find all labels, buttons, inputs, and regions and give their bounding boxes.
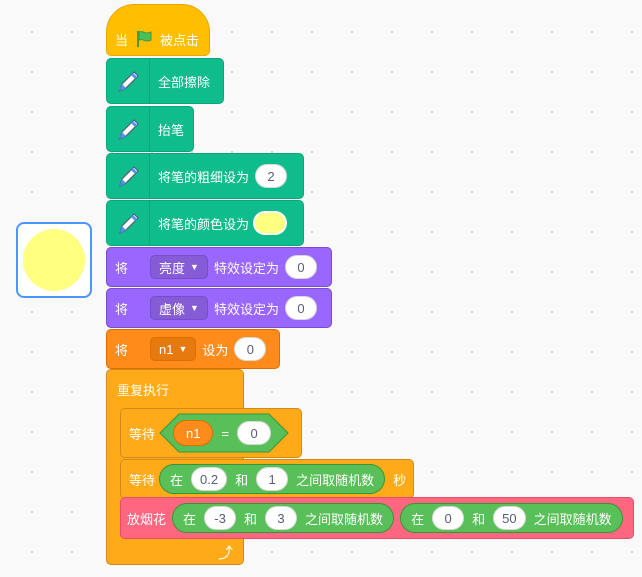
equals-sign: = <box>221 425 230 441</box>
pen-set-color-block[interactable]: 将笔的颜色设为 <box>106 200 304 246</box>
chevron-down-icon: ▼ <box>190 262 199 272</box>
set-to-label: 设为 <box>202 342 229 358</box>
loop-arrow-icon: ⤴ <box>218 545 234 562</box>
pen-set-size-block[interactable]: 将笔的粗细设为 2 <box>106 153 304 199</box>
random-to-input[interactable]: 50 <box>493 506 526 530</box>
forever-label: 重复执行 <box>117 383 170 398</box>
effect-value-input[interactable]: 0 <box>284 296 317 320</box>
n1-variable-reporter[interactable]: n1 <box>173 420 214 446</box>
random-and-label: 和 <box>244 511 258 527</box>
when-label: 当 <box>115 32 129 48</box>
when-flag-clicked-block[interactable]: 当 被点击 <box>106 4 210 56</box>
random-between-label: 之间取随机数 <box>305 511 384 527</box>
pick-random-reporter[interactable]: 在 -3 和 3 之间取随机数 <box>172 503 395 533</box>
effect-dropdown[interactable]: 虚像▼ <box>150 296 208 320</box>
pen-icon <box>107 107 150 151</box>
effect-dropdown[interactable]: 亮度▼ <box>150 255 208 279</box>
effect-label: 特效设定为 <box>213 260 279 276</box>
random-to-input[interactable]: 3 <box>265 506 298 530</box>
seconds-label: 秒 <box>393 472 407 488</box>
random-in-label: 在 <box>170 472 184 488</box>
pen-color-swatch[interactable] <box>253 211 288 235</box>
equals-operator[interactable]: n1 = 0 <box>159 413 289 453</box>
firework-block[interactable]: 放烟花 在 -3 和 3 之间取随机数 在 0 和 50 之间取随机数 <box>120 497 634 539</box>
random-from-input[interactable]: 0 <box>432 506 465 530</box>
pen-up-block[interactable]: 抬笔 <box>106 106 194 152</box>
wait-until-block[interactable]: 等待 n1 = 0 <box>120 408 302 458</box>
forever-arm <box>107 406 121 542</box>
green-flag-icon <box>137 31 152 47</box>
set-label: 将 <box>115 342 129 358</box>
pen-icon <box>107 201 150 245</box>
chevron-down-icon: ▼ <box>190 303 199 313</box>
random-from-input[interactable]: -3 <box>204 506 237 530</box>
yellow-circle-sprite <box>23 229 85 291</box>
random-to-input[interactable]: 1 <box>256 467 289 491</box>
wait-seconds-block[interactable]: 等待 在 0.2 和 1 之间取随机数 秒 <box>120 459 414 499</box>
clicked-label: 被点击 <box>160 32 200 48</box>
random-and-label: 和 <box>472 511 486 527</box>
effect-value-input[interactable]: 0 <box>284 255 317 279</box>
wait-until-label: 等待 <box>129 426 156 442</box>
pick-random-reporter[interactable]: 在 0.2 和 1 之间取随机数 <box>159 464 386 494</box>
firework-label: 放烟花 <box>127 511 167 527</box>
set-value-input[interactable]: 0 <box>234 337 267 361</box>
set-effect-brightness-block[interactable]: 将 亮度▼ 特效设定为 0 <box>106 247 332 287</box>
set-effect-ghost-block[interactable]: 将 虚像▼ 特效设定为 0 <box>106 288 332 328</box>
pen-clear-block[interactable]: 全部擦除 <box>106 58 224 104</box>
chevron-down-icon: ▼ <box>178 344 188 354</box>
pen-size-input[interactable]: 2 <box>255 164 288 188</box>
sprite-thumbnail[interactable] <box>16 222 92 298</box>
pen-icon <box>107 59 150 103</box>
random-in-label: 在 <box>183 511 197 527</box>
pen-clear-label: 全部擦除 <box>158 74 211 90</box>
random-between-label: 之间取随机数 <box>533 511 612 527</box>
random-between-label: 之间取随机数 <box>296 472 375 488</box>
random-from-input[interactable]: 0.2 <box>191 467 228 491</box>
random-in-label: 在 <box>411 511 425 527</box>
pen-icon <box>107 154 150 198</box>
set-variable-block[interactable]: 将 n1▼ 设为 0 <box>106 329 280 369</box>
set-label: 将 <box>115 260 129 276</box>
pen-size-label: 将笔的粗细设为 <box>158 169 250 185</box>
compare-value-input[interactable]: 0 <box>237 421 272 445</box>
variable-dropdown[interactable]: n1▼ <box>150 337 197 361</box>
wait-label: 等待 <box>129 472 156 488</box>
effect-label: 特效设定为 <box>213 301 279 317</box>
pen-up-label: 抬笔 <box>158 122 185 138</box>
random-and-label: 和 <box>235 472 249 488</box>
set-label: 将 <box>115 301 129 317</box>
pick-random-reporter[interactable]: 在 0 和 50 之间取随机数 <box>400 503 623 533</box>
pen-color-label: 将笔的颜色设为 <box>158 216 250 232</box>
